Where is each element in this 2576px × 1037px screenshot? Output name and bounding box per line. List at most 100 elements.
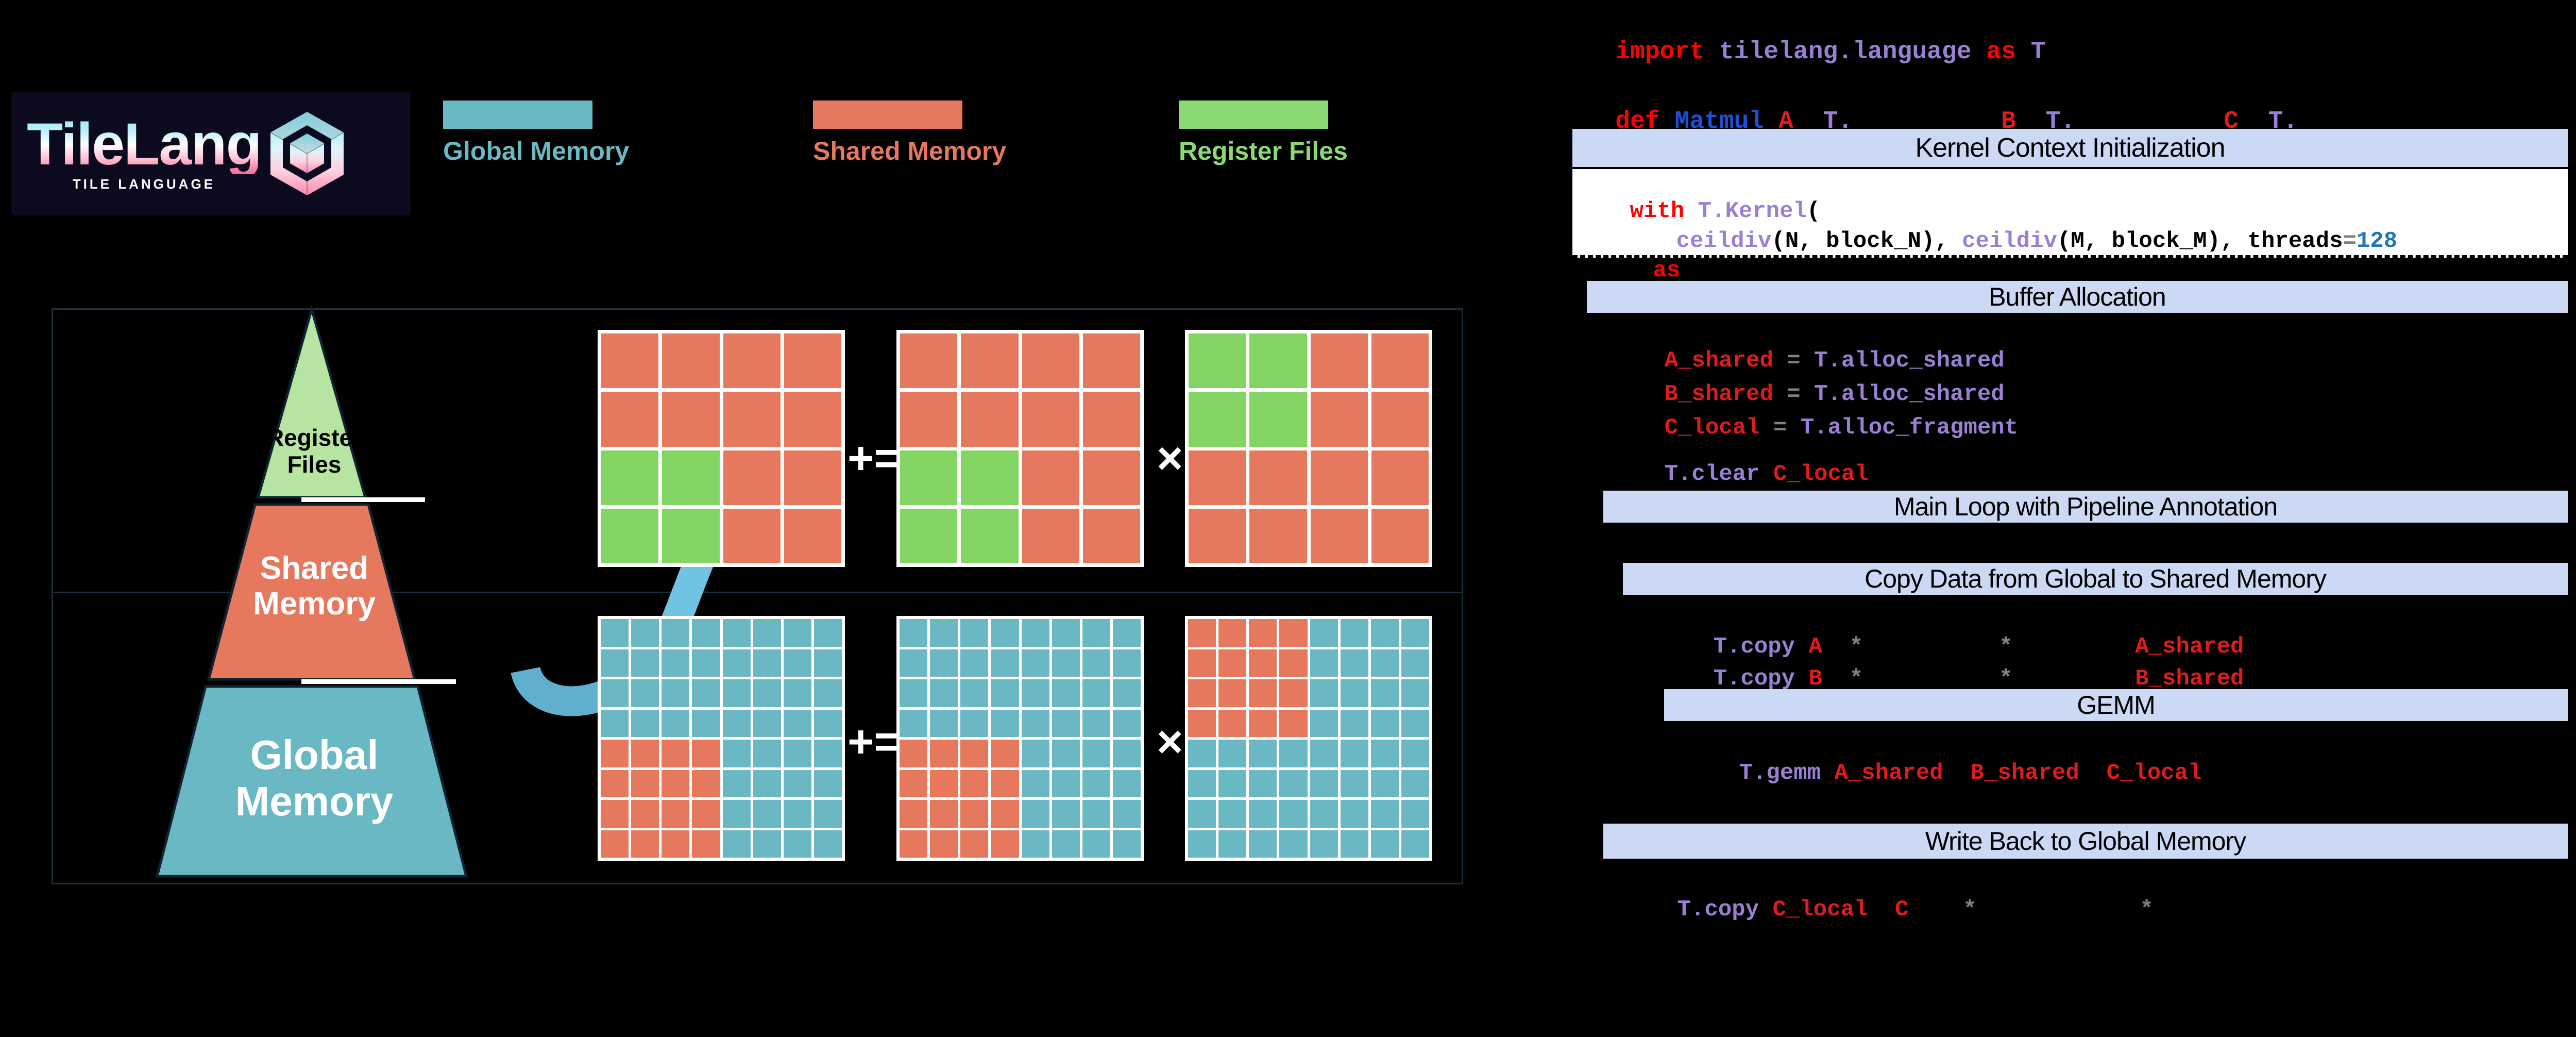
gemm-arg-a: A_shared — [1834, 760, 1943, 786]
code-line-c-local: C_local = T.alloc_fragment — [1610, 389, 2019, 466]
matrix-cell — [1310, 392, 1368, 447]
eq-threads: = — [2343, 228, 2357, 254]
matrix-cell — [1188, 679, 1216, 707]
matrix-cell — [722, 709, 751, 737]
matrix-cell — [1082, 770, 1110, 797]
grid-b-fragment-tile — [1185, 330, 1432, 567]
hex-cube-icon — [270, 112, 344, 195]
legend-swatch-register — [1179, 101, 1328, 129]
matrix-cell — [1310, 740, 1338, 767]
block-indices: (bx, by): — [1680, 258, 1817, 283]
matrix-cell — [1249, 333, 1307, 389]
matrix-cell — [662, 392, 720, 447]
var-a-shared: A_shared — [1664, 348, 1773, 374]
fn-ceildiv-m: ceildiv — [1962, 228, 2057, 254]
matrix-cell — [1370, 679, 1399, 707]
matrix-cell — [1279, 709, 1308, 737]
dst-a-shared: A_shared — [2135, 634, 2244, 660]
fn-ceildiv-n: ceildiv — [1676, 228, 1772, 254]
matrix-cell — [1340, 709, 1368, 737]
code-line-import: import tilelang.language as T — [1556, 10, 2045, 94]
matrix-cell — [1022, 450, 1079, 505]
matrix-cell — [961, 508, 1019, 563]
star-a-1: * — [1849, 634, 1863, 660]
matrix-cell — [1082, 740, 1110, 767]
matrix-cell — [1052, 649, 1080, 677]
matrix-cell — [1310, 830, 1338, 858]
matrix-cell — [960, 619, 989, 647]
dst-b-shared: B_shared — [2135, 666, 2244, 692]
matrix-cell — [900, 679, 928, 707]
legend-global-memory: Global Memory — [443, 101, 629, 166]
matrix-cell — [991, 800, 1019, 828]
matrix-cell — [1218, 649, 1247, 677]
matrix-cell — [1218, 709, 1247, 737]
matrix-cell — [1052, 619, 1080, 647]
matrix-cell — [1021, 619, 1049, 647]
matrix-cell — [1340, 649, 1368, 677]
matrix-cell — [662, 649, 690, 677]
matrix-cell — [1370, 830, 1399, 858]
matrix-cell — [722, 619, 751, 647]
matrix-cell — [930, 830, 958, 858]
fn-t-copy-b: T.copy — [1713, 666, 1795, 692]
code-line-a-shared: A_shared = T.alloc_shared — [1610, 322, 2005, 399]
matrix-cell — [784, 508, 841, 563]
matrix-cell — [753, 740, 781, 767]
grid-b-global-tile — [1185, 616, 1432, 861]
matrix-cell — [991, 830, 1019, 858]
diagram-frame — [52, 308, 1463, 884]
matrix-cell — [1279, 619, 1308, 647]
matrix-cell — [991, 709, 1019, 737]
assign-1: = — [1773, 348, 1815, 374]
src-a: A — [1808, 634, 1822, 660]
matrix-cell — [692, 619, 720, 647]
matrix-cell — [783, 679, 811, 707]
matrix-cell — [1188, 649, 1216, 677]
matrix-cell — [930, 800, 958, 828]
matrix-cell — [960, 800, 989, 828]
matrix-cell — [783, 709, 811, 737]
matrix-cell — [662, 800, 690, 828]
matrix-cell — [783, 619, 811, 647]
matrix-cell — [1022, 392, 1079, 447]
matrix-cell — [692, 709, 720, 737]
matrix-cell — [1340, 800, 1368, 828]
matrix-cell — [692, 770, 720, 797]
diagram-panel: TileLang TILE LANGUAGE — [11, 92, 1463, 884]
matrix-cell — [1082, 619, 1110, 647]
matrix-cell — [1052, 830, 1080, 858]
code-line-copy-b: T.copy B * * B_shared — [1659, 640, 2244, 717]
matrix-cell — [601, 619, 629, 647]
matrix-cell — [1310, 450, 1368, 505]
matrix-cell — [961, 333, 1019, 389]
matrix-cell — [1249, 740, 1277, 767]
matrix-cell — [1082, 450, 1140, 505]
matrix-cell — [1189, 392, 1246, 447]
matrix-cell — [662, 508, 720, 563]
legend-shared-memory: Shared Memory — [813, 101, 1006, 166]
matrix-cell — [1340, 770, 1368, 797]
gemm-arg-b: B_shared — [1970, 760, 2079, 786]
matrix-cell — [783, 649, 811, 677]
matrix-cell — [1082, 830, 1110, 858]
matrix-cell — [722, 770, 751, 797]
matrix-cell — [1279, 830, 1308, 858]
grid-c-global-tile — [598, 616, 845, 861]
matrix-cell — [753, 709, 781, 737]
matrix-cell — [900, 450, 958, 505]
matrix-cell — [1310, 709, 1338, 737]
banner-write-back: Write Back to Global Memory — [1603, 824, 2568, 859]
banner-buffer-allocation: Buffer Allocation — [1587, 281, 2568, 313]
matrix-cell — [1370, 770, 1399, 797]
fn-t-gemm: T.gemm — [1739, 760, 1821, 786]
matrix-cell — [1370, 740, 1399, 767]
matrix-cell — [1279, 740, 1308, 767]
matrix-cell — [631, 770, 659, 797]
star-b-2: * — [1999, 666, 2013, 692]
fn-t-copy-a: T.copy — [1713, 634, 1795, 660]
matrix-cell — [722, 830, 751, 858]
matrix-cell — [753, 770, 781, 797]
matrix-cell — [692, 800, 720, 828]
